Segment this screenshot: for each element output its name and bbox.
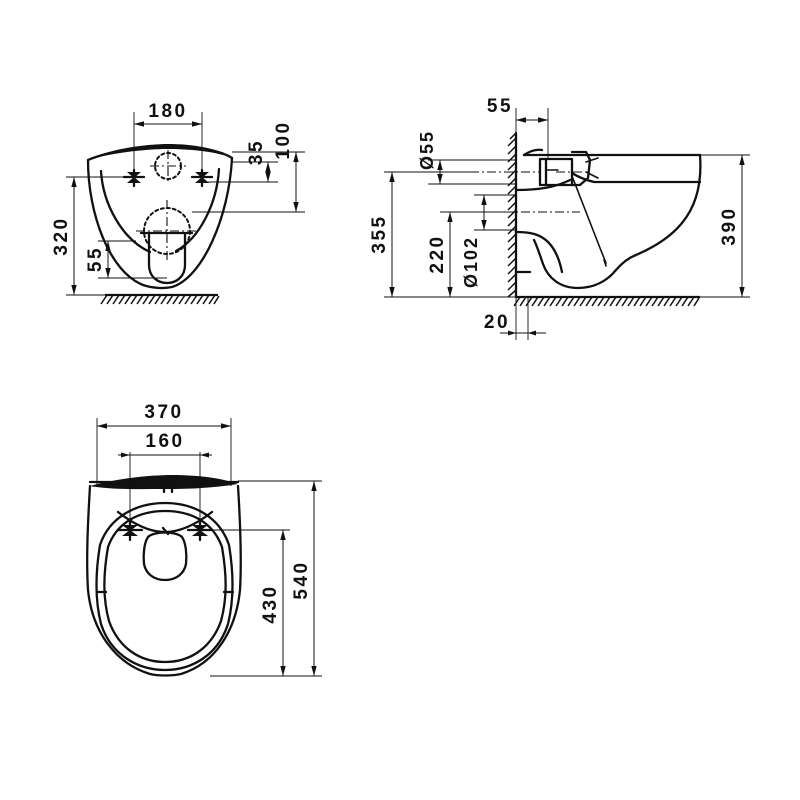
plan-view: 370 160 430 540 — [86, 402, 322, 677]
plan-dim-160-label: 160 — [145, 431, 184, 452]
side-dim-20: 20 — [484, 297, 546, 340]
side-dim-55-proj: 55 — [487, 96, 549, 158]
side-dim-55-proj-label: 55 — [487, 96, 513, 117]
front-outlet-hidden — [136, 200, 198, 263]
plan-outlet-tab — [161, 526, 170, 536]
side-flush-tube — [571, 175, 607, 264]
side-centerlines — [470, 171, 580, 213]
front-floor-hatch — [100, 294, 220, 305]
side-wall-hatch — [507, 132, 517, 298]
side-dim-220: 220 — [427, 211, 516, 297]
side-dim-102-dia: Ø102 — [461, 194, 516, 288]
front-top-edge — [86, 144, 234, 162]
plan-dim-160: 160 — [118, 431, 212, 458]
front-dim-100-label: 100 — [273, 120, 294, 159]
side-dim-355-label: 355 — [369, 214, 390, 253]
plan-outer-profile — [86, 484, 242, 677]
side-dim-390-label: 390 — [719, 206, 740, 245]
side-dim-390: 390 — [700, 154, 750, 298]
front-dim-35: 35 — [202, 139, 278, 183]
plan-fixing-bolts — [116, 452, 214, 542]
side-dim-220-label: 220 — [427, 234, 448, 273]
front-dim-55-label: 55 — [85, 246, 106, 272]
plan-pan-body — [86, 475, 242, 677]
plan-dim-540-label: 540 — [291, 560, 312, 599]
front-pan-body — [86, 144, 234, 290]
side-nose-curve — [634, 153, 702, 257]
side-dim-102-dia-label: Ø102 — [461, 236, 481, 288]
side-upper-body — [514, 178, 572, 192]
side-view: Ø55 55 355 220 Ø102 — [369, 96, 750, 340]
front-outlet-stub — [147, 231, 187, 285]
side-inlet-fin-lower — [585, 171, 599, 179]
plan-dim-430-label: 430 — [260, 584, 281, 623]
front-bowl-right — [174, 167, 221, 253]
side-wall — [507, 131, 518, 299]
front-dim-55: 55 — [85, 240, 167, 279]
plan-bowl-inner-ring — [103, 509, 227, 664]
side-dim-20-label: 20 — [484, 312, 510, 333]
front-dim-320-label: 320 — [51, 216, 72, 255]
plan-bowl-outer-ring — [95, 501, 234, 672]
side-dim-55-dia-label: Ø55 — [417, 130, 437, 170]
front-view: 180 35 100 320 55 — [51, 101, 305, 305]
front-bowl-left — [99, 169, 152, 254]
side-floor-hatch — [513, 296, 700, 307]
side-dim-55-dia: Ø55 — [417, 130, 516, 185]
front-outer-profile — [86, 156, 234, 290]
side-rim-front-connect — [570, 171, 596, 184]
side-inlet-fin-upper — [585, 157, 599, 163]
side-inlet-collar — [570, 150, 592, 187]
side-bowl-underside — [532, 238, 638, 290]
plan-dim-540: 540 — [210, 480, 322, 677]
front-dim-100: 100 — [192, 120, 305, 213]
front-floor — [100, 293, 220, 305]
side-flush-tube-tip — [603, 259, 607, 267]
front-dim-180-label: 180 — [148, 101, 187, 122]
side-floor — [513, 295, 700, 307]
side-lower-body — [514, 230, 564, 274]
front-dim-180: 180 — [133, 101, 203, 176]
front-dim-320: 320 — [51, 176, 134, 296]
side-pan-body — [514, 148, 702, 290]
plan-dim-370: 370 — [96, 402, 232, 486]
side-rim-back — [522, 148, 544, 157]
front-fixing-bolts — [122, 150, 214, 188]
plan-outlet-opening — [142, 531, 188, 582]
plan-dim-370-label: 370 — [144, 402, 183, 423]
